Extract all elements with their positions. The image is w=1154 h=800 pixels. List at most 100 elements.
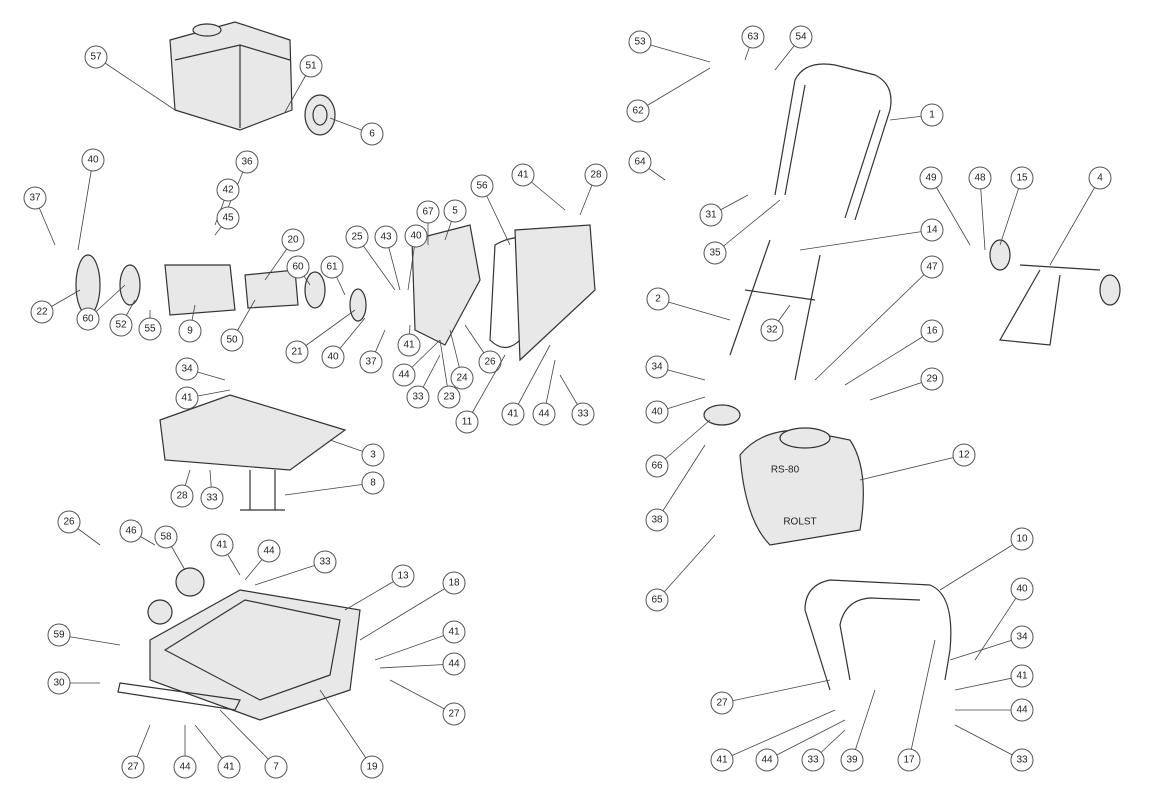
- callout-circle: [217, 755, 241, 779]
- tank-frame: [804, 579, 952, 691]
- callout-circle: [645, 508, 669, 532]
- leader-line: [1049, 177, 1101, 266]
- leader-line: [379, 663, 455, 669]
- callout-number: 44: [398, 370, 410, 381]
- leader-line: [908, 639, 936, 761]
- callout-circle: [710, 691, 734, 715]
- callout-circle: [840, 748, 864, 772]
- leader-line: [721, 709, 836, 761]
- callout-circle: [920, 255, 944, 279]
- leader-line: [859, 454, 965, 481]
- callout-circle: [281, 228, 305, 252]
- callout: 14: [799, 218, 944, 251]
- callout-circle: [391, 564, 415, 588]
- callout-number: 28: [590, 170, 602, 181]
- callout-circle: [755, 748, 779, 772]
- callout: 49: [919, 166, 971, 246]
- callout-number: 57: [90, 52, 102, 63]
- callout-circle: [47, 671, 71, 695]
- leader-line: [979, 177, 986, 251]
- callout-number: 28: [176, 491, 188, 502]
- callout-circle: [109, 313, 133, 337]
- callout-number: 56: [476, 181, 488, 192]
- callout-number: 6: [369, 129, 375, 140]
- callout-number: 44: [538, 409, 550, 420]
- leader-line: [949, 636, 1023, 661]
- callout-number: 66: [651, 461, 663, 472]
- callout: 40: [77, 148, 105, 251]
- callout: 34: [175, 357, 226, 381]
- callout-circle: [1088, 166, 1112, 190]
- callout-circle: [84, 45, 108, 69]
- callout-circle: [361, 443, 385, 467]
- callout-number: 52: [115, 320, 127, 331]
- leader-line: [814, 266, 933, 381]
- callout: 35: [703, 199, 781, 265]
- callout: 55: [138, 310, 162, 341]
- leader-line: [799, 229, 933, 251]
- engine-base-plate: [159, 394, 347, 511]
- callout-circle: [320, 255, 344, 279]
- callout-number: 51: [305, 61, 317, 72]
- callout-number: 1: [929, 110, 935, 121]
- callout-number: 44: [1016, 705, 1028, 716]
- callout: 67: [416, 200, 440, 245]
- callout-number: 22: [36, 307, 48, 318]
- callout-number: 33: [206, 493, 218, 504]
- handle: [729, 63, 892, 381]
- leader-line: [374, 631, 455, 661]
- callout: 65: [645, 534, 716, 612]
- callout: 38: [645, 444, 706, 532]
- leader-line: [389, 679, 455, 715]
- callout-number: 64: [634, 157, 646, 168]
- callout-circle: [455, 410, 479, 434]
- callout-circle: [175, 357, 199, 381]
- tank-brand-label: ROLST: [783, 517, 816, 528]
- callout-number: 43: [380, 232, 392, 243]
- leader-line: [656, 444, 706, 521]
- callout-circle: [442, 652, 466, 676]
- callout-number: 26: [63, 517, 75, 528]
- callout-number: 7: [273, 762, 279, 773]
- callout: 12: [859, 443, 976, 481]
- callout-circle: [119, 519, 143, 543]
- callout-number: 40: [87, 155, 99, 166]
- callout-circle: [626, 99, 650, 123]
- callout-circle: [801, 748, 825, 772]
- callout: 16: [844, 319, 944, 386]
- callout: 64: [628, 150, 666, 181]
- callout-number: 41: [1016, 671, 1028, 682]
- callout: 34: [645, 355, 706, 381]
- callout-circle: [360, 755, 384, 779]
- leader-line: [714, 199, 781, 254]
- callout: 54: [774, 25, 813, 71]
- callout-circle: [1010, 748, 1034, 772]
- callout: 33: [559, 374, 595, 426]
- callout: 6: [329, 117, 384, 146]
- callout-circle: [532, 402, 556, 426]
- callout: 1: [889, 103, 944, 127]
- belt-guard: [411, 224, 596, 362]
- callout: 15: [999, 166, 1034, 246]
- callout-number: 26: [484, 357, 496, 368]
- callout: 11: [455, 354, 506, 434]
- callout: 24: [449, 329, 474, 390]
- callout-number: 53: [634, 37, 646, 48]
- callout-circle: [897, 748, 921, 772]
- callout-number: 16: [926, 326, 938, 337]
- leader-line: [466, 354, 506, 423]
- callout: 8: [284, 471, 385, 496]
- callout: 32: [760, 304, 791, 342]
- callout-number: 27: [448, 709, 460, 720]
- leader-line: [254, 561, 326, 586]
- callout: 28: [579, 163, 608, 216]
- callout-number: 41: [181, 393, 193, 404]
- callout: 40: [645, 396, 706, 424]
- callout-circle: [359, 350, 383, 374]
- callout: 41: [954, 664, 1034, 691]
- callout: 44: [379, 652, 466, 676]
- callout: 51: [284, 54, 323, 113]
- callout-circle: [645, 355, 669, 379]
- callout-circle: [920, 319, 944, 343]
